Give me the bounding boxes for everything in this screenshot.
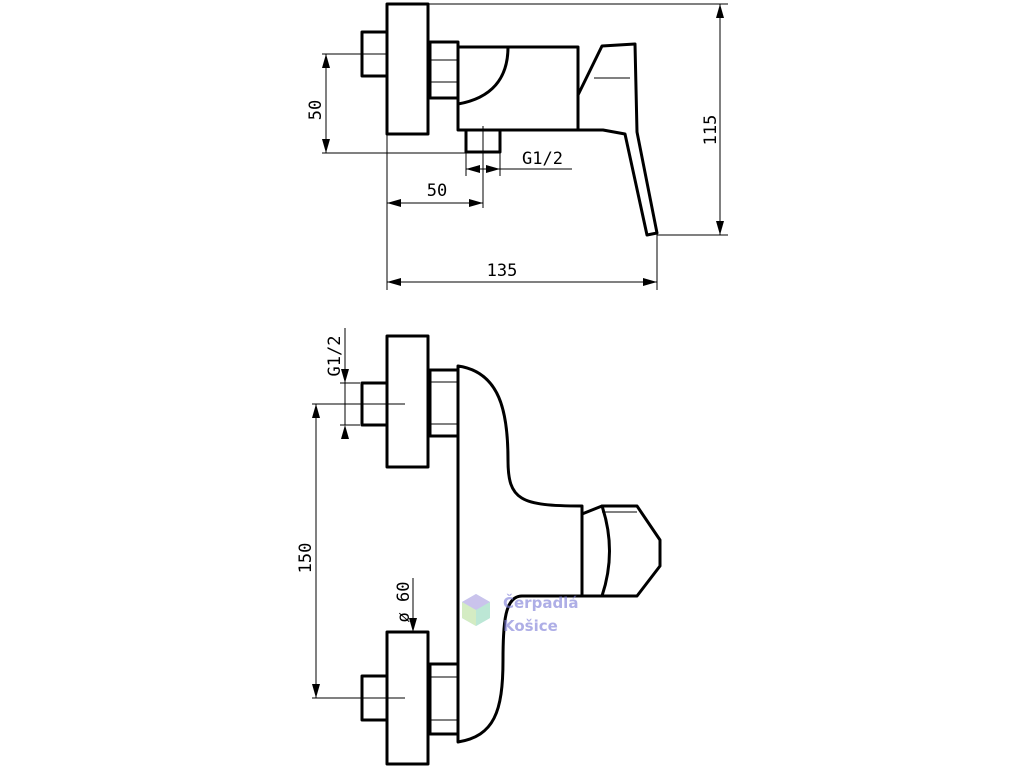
front-top-rosette <box>385 334 430 469</box>
watermark-line1: Čerpadlá <box>503 593 578 612</box>
front-bottom-nut <box>428 662 460 736</box>
side-thread-label: G1/2 <box>522 149 563 169</box>
side-depth-dim: 50 <box>427 181 447 201</box>
front-thread-label: G1/2 <box>325 336 345 377</box>
front-rosette-diameter-dim: ø 60 <box>394 582 414 623</box>
side-lever-handle <box>576 42 659 237</box>
front-top-nut <box>428 368 460 438</box>
side-wall-rosette <box>385 2 430 136</box>
front-mixer-body <box>456 364 584 744</box>
side-nut <box>428 40 460 100</box>
side-view: 115 50 G1/2 50 135 <box>306 2 728 290</box>
side-valve-body <box>456 45 580 132</box>
watermark: Čerpadlá Košice <box>462 593 578 635</box>
watermark-line2: Košice <box>503 617 558 635</box>
side-total-depth-dim: 135 <box>487 261 518 281</box>
front-view: G1/2 150 ø 60 <box>296 328 662 766</box>
side-offset-dim: 50 <box>306 100 326 120</box>
front-center-distance-dim: 150 <box>296 543 316 574</box>
watermark-logo-icon <box>462 594 490 626</box>
front-lever-handle <box>580 504 662 598</box>
side-height-dim: 115 <box>701 115 721 146</box>
